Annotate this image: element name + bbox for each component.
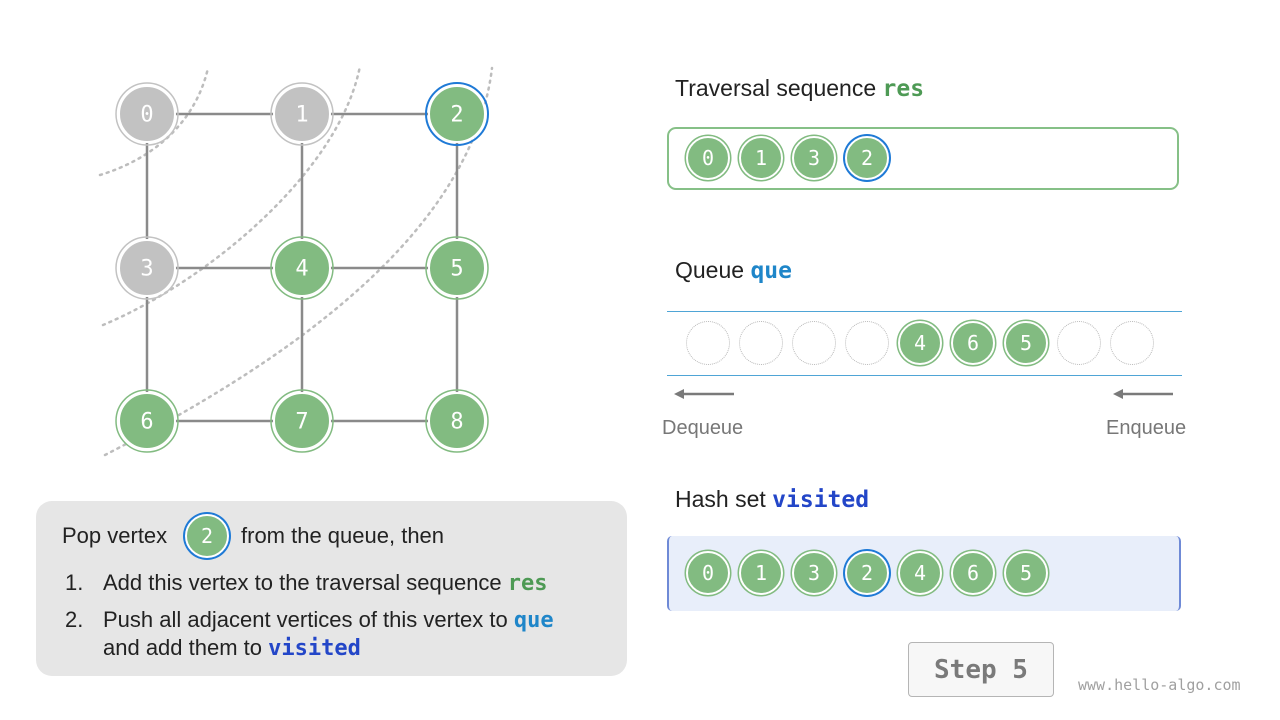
visited-title: Hash set visited <box>675 486 870 513</box>
step-1-text: Add this vertex to the traversal sequenc… <box>103 570 548 596</box>
vertex-3: 3 <box>115 236 179 300</box>
visited-item-0: 0 <box>686 551 730 595</box>
res-item-0: 0 <box>686 136 730 180</box>
enqueue-label: Enqueue <box>1106 417 1187 439</box>
step-2-continuation: and add them to visited <box>103 635 361 661</box>
vertex-label: 7 <box>295 410 308 435</box>
vertex-label: 3 <box>140 257 153 282</box>
enqueue-arrow-icon <box>1113 389 1173 399</box>
queue-empty-slot <box>739 321 783 365</box>
visited-item-4: 4 <box>898 551 942 595</box>
dequeue-label: Dequeue <box>662 417 744 439</box>
vertex-4: 4 <box>270 236 334 300</box>
vertex-label: 5 <box>450 257 463 282</box>
queue-item-4: 4 <box>898 321 942 365</box>
res-item-2: 2 <box>845 136 889 180</box>
visited-item-1: 1 <box>739 551 783 595</box>
queue-empty-slot <box>1110 321 1154 365</box>
vertex-7: 7 <box>270 389 334 453</box>
vertex-0: 0 <box>115 82 179 146</box>
vertex-5: 5 <box>425 236 489 300</box>
vertex-label: 1 <box>295 103 308 128</box>
vertex-label: 2 <box>450 103 463 128</box>
info-vertex-chip: 2 <box>185 514 229 558</box>
visited-item-5: 5 <box>1004 551 1048 595</box>
step-2-number: 2. <box>65 607 84 632</box>
vertex-6: 6 <box>115 389 179 453</box>
queue-box <box>667 311 1182 376</box>
step-2-text: Push all adjacent vertices of this verte… <box>103 607 554 633</box>
vertex-8: 8 <box>425 389 489 453</box>
vertex-label: 4 <box>295 257 308 282</box>
dequeue-arrow-icon <box>674 389 734 399</box>
step-1-number: 1. <box>65 570 84 595</box>
queue-empty-slot <box>792 321 836 365</box>
res-sequence-box <box>667 127 1179 190</box>
vertex-label: 6 <box>140 410 153 435</box>
graph-diagram: 0 1 2 3 4 5 6 7 8 <box>98 64 494 457</box>
queue-item-5: 5 <box>1004 321 1048 365</box>
info-line-1-pre: Pop vertex <box>62 523 168 548</box>
step-indicator: Step 5 <box>908 642 1054 697</box>
info-line-1-post: from the queue, then <box>241 523 445 548</box>
queue-item-6: 6 <box>951 321 995 365</box>
visited-item-2: 2 <box>845 551 889 595</box>
vertex-2: 2 <box>425 82 489 146</box>
vertex-label: 8 <box>450 410 463 435</box>
vertex-1: 1 <box>270 82 334 146</box>
vertex-label: 0 <box>140 103 153 128</box>
queue-empty-slot <box>845 321 889 365</box>
info-panel <box>36 501 627 676</box>
queue-empty-slot <box>1057 321 1101 365</box>
visited-item-3: 3 <box>792 551 836 595</box>
res-item-1: 1 <box>739 136 783 180</box>
res-title: Traversal sequence res <box>675 75 925 102</box>
res-item-3: 3 <box>792 136 836 180</box>
watermark: www.hello-algo.com <box>1078 676 1241 694</box>
queue-empty-slot <box>686 321 730 365</box>
visited-item-6: 6 <box>951 551 995 595</box>
queue-title: Queue que <box>675 257 792 284</box>
